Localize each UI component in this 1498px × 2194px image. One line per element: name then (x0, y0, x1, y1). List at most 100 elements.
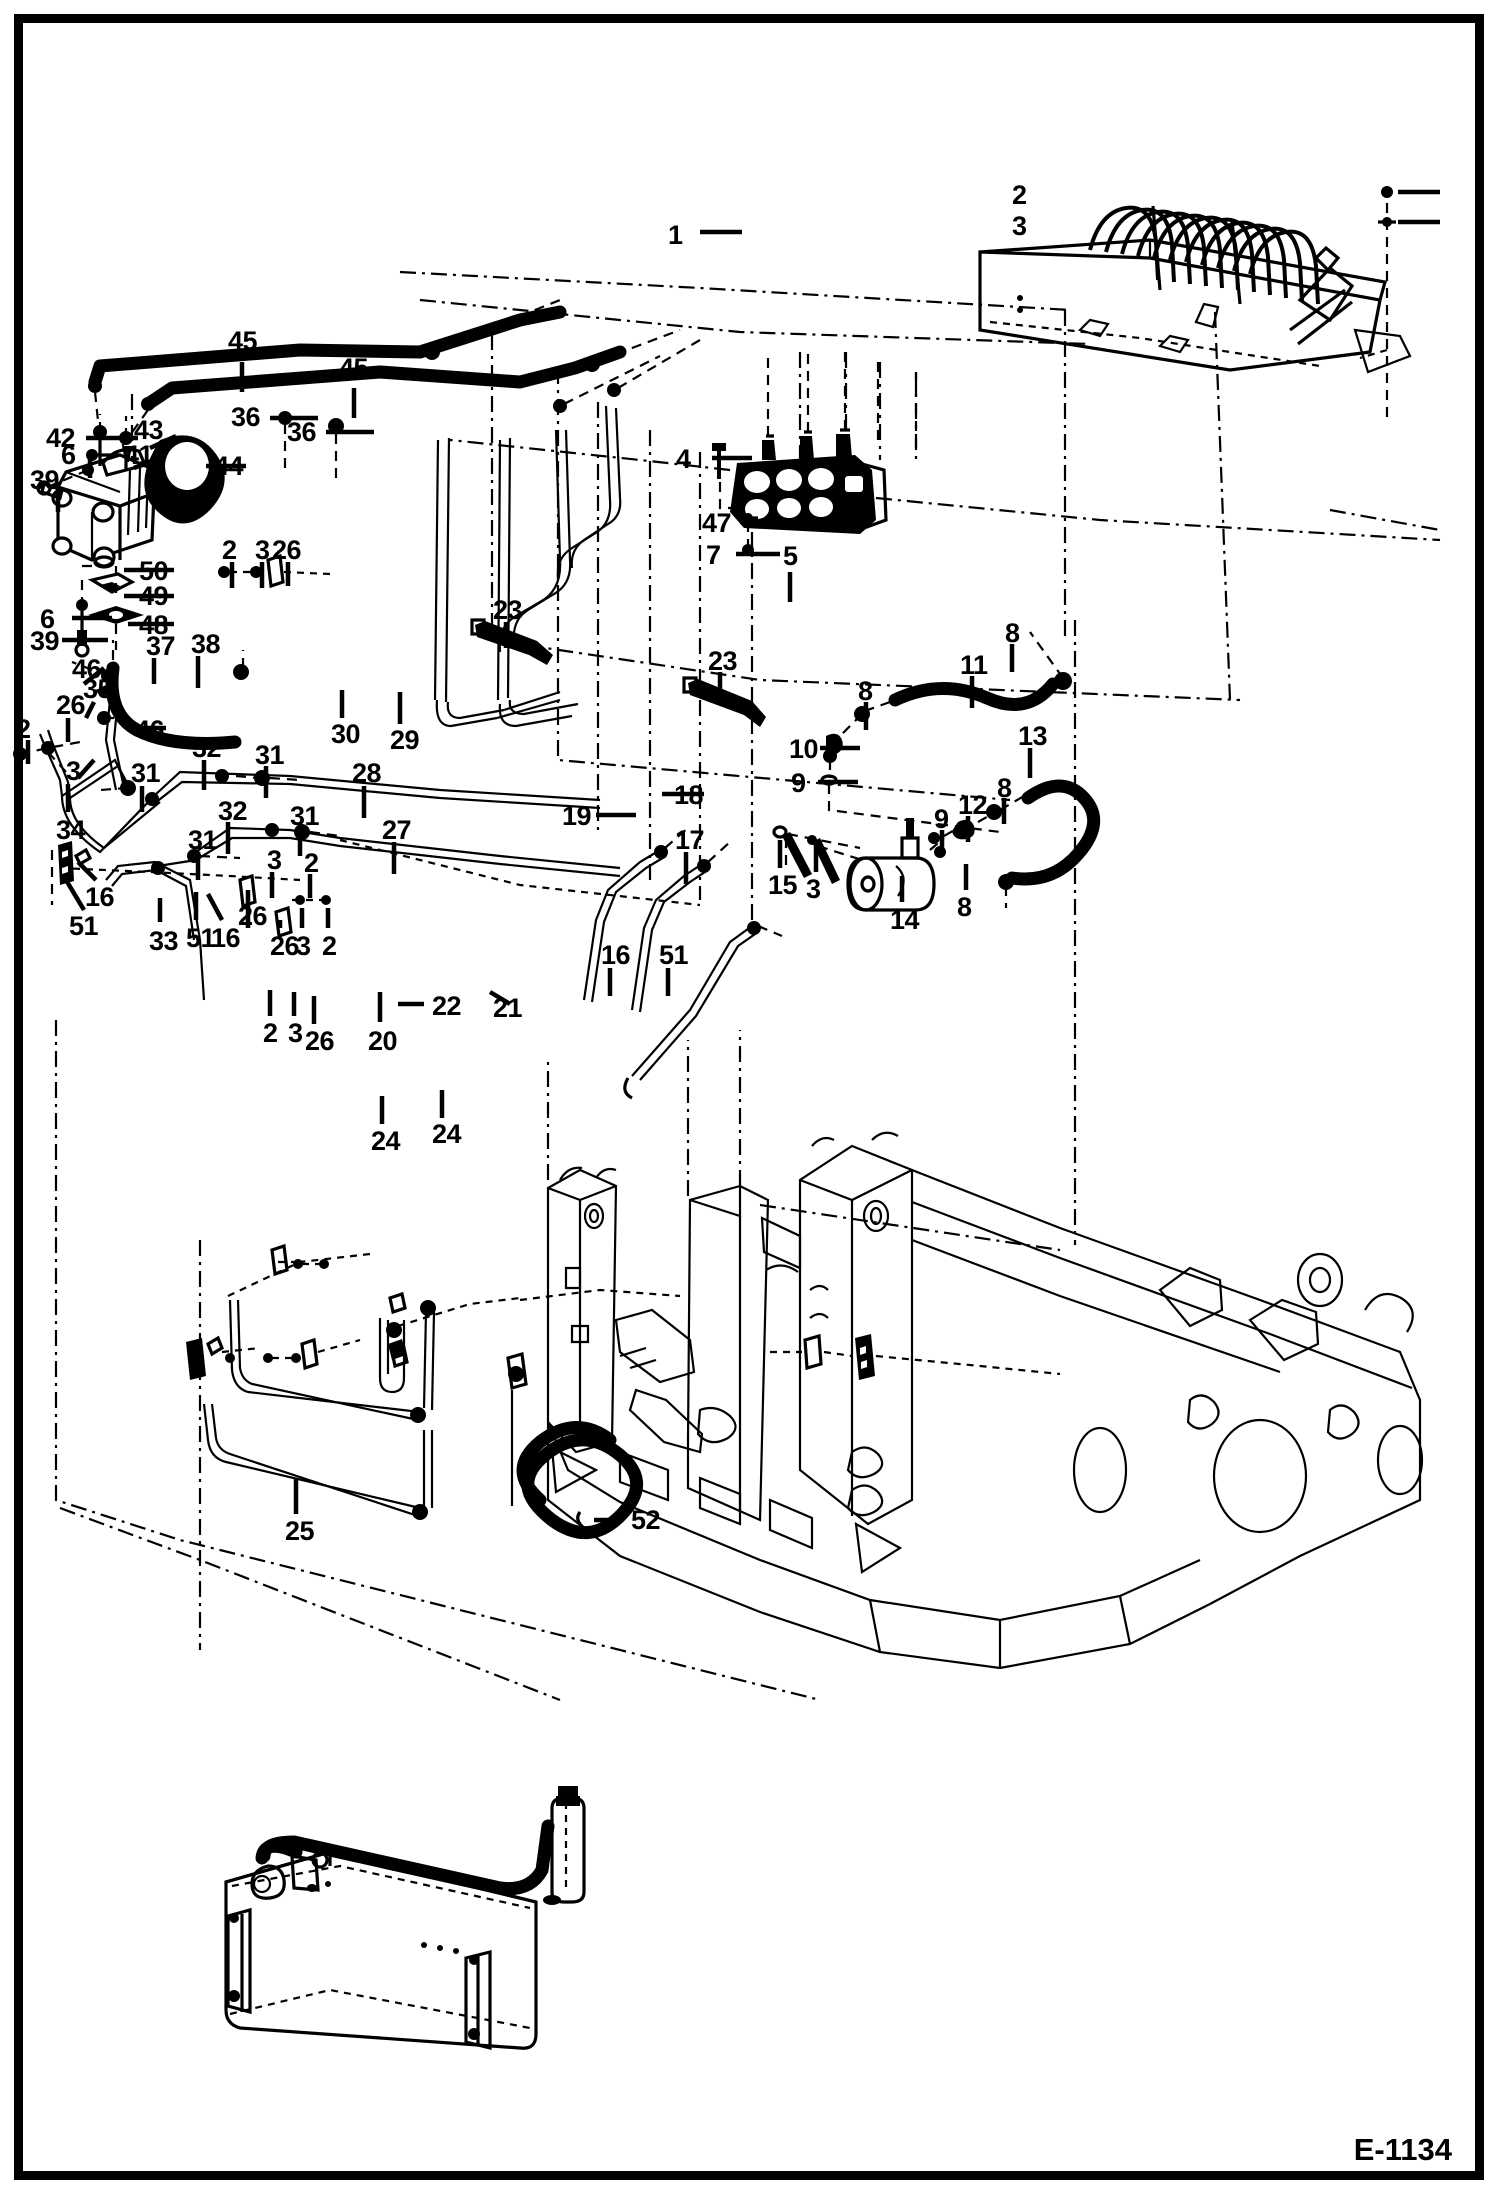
callout-15: 15 (768, 870, 798, 900)
callout-51-c: 51 (659, 940, 689, 970)
callout-20: 20 (368, 1026, 398, 1056)
callout-6-lower: 6 (40, 604, 55, 634)
callout-18: 18 (674, 780, 704, 810)
hose-37 (105, 640, 249, 750)
callout-34: 34 (56, 815, 86, 845)
callout-39-lower: 39 (30, 626, 60, 656)
callout-31-c: 31 (290, 801, 320, 831)
callout-24-b: 24 (371, 1126, 401, 1156)
callout-45-lower: 45 (339, 353, 369, 383)
fastener-cluster-26b (238, 873, 331, 939)
chassis-frame (546, 1131, 1424, 1670)
drawing-number: E-1134 (1353, 2132, 1452, 2167)
callout-3-tube: 3 (267, 845, 282, 875)
callout-21: 21 (493, 993, 523, 1023)
callout-51-a: 51 (69, 911, 99, 941)
callout-8-a: 8 (1005, 618, 1020, 648)
callout-3-filter: 3 (806, 874, 821, 904)
callout-40: 40 (172, 496, 202, 526)
callout-8-c: 8 (997, 773, 1012, 803)
control-valve-assembly (449, 352, 1441, 556)
callout-17: 17 (675, 825, 705, 855)
tubes-29-30 (433, 339, 701, 728)
callout-26-e: 26 (305, 1026, 335, 1056)
callout-27: 27 (382, 815, 412, 845)
callout-45-upper: 45 (228, 326, 258, 356)
callout-31-d: 31 (188, 825, 218, 855)
callout-30: 30 (331, 719, 361, 749)
callout-22: 22 (432, 991, 462, 1021)
callout-36-a: 36 (231, 402, 261, 432)
callout-2-cooler: 2 (1012, 180, 1027, 210)
tube-23-upper (470, 618, 553, 665)
callout-32-a: 32 (192, 733, 222, 763)
callout-2-mid: 2 (222, 535, 237, 565)
callout-47: 47 (702, 508, 732, 538)
callout-31-b: 31 (131, 758, 161, 788)
callout-52: 52 (631, 1505, 661, 1535)
callout-26-c: 26 (238, 901, 268, 931)
hose-45-lower (117, 328, 681, 453)
callout-2-tube: 2 (304, 848, 319, 878)
phantom-routing-lines (54, 270, 1441, 1702)
hose-coil-52 (516, 1421, 643, 1539)
tube-18 (630, 841, 731, 1013)
callout-39-upper: 39 (30, 465, 60, 495)
callout-9-b: 9 (934, 804, 949, 834)
callout-2-clip: 2 (322, 931, 337, 961)
callout-26-mid: 26 (272, 535, 302, 565)
callout-2-low: 2 (263, 1018, 278, 1048)
callout-7: 7 (706, 540, 721, 570)
frame-phantom (59, 1030, 742, 1702)
callout-37: 37 (146, 631, 176, 661)
callout-26-b: 26 (56, 690, 86, 720)
callout-3-low: 3 (288, 1018, 303, 1048)
callout-41: 41 (124, 440, 154, 470)
callout-5: 5 (783, 541, 798, 571)
callout-42: 42 (46, 423, 76, 453)
callout-31-a: 31 (255, 740, 285, 770)
callout-13: 13 (1018, 721, 1048, 751)
lower-tubes (186, 1243, 1061, 1520)
callout-8-d: 8 (957, 892, 972, 922)
tube-28 (99, 769, 601, 810)
hydraulic-reservoir (224, 1786, 586, 2051)
tube-32-34-33 (13, 697, 301, 1001)
callout-6-upper: 6 (61, 440, 76, 470)
callout-1: 1 (668, 220, 683, 250)
callout-2-left: 2 (16, 714, 31, 744)
callout-25: 25 (285, 1516, 315, 1546)
callout-36-b: 36 (287, 417, 317, 447)
tube-23-lower (682, 676, 766, 727)
callout-29: 29 (390, 725, 420, 755)
callout-9-a: 9 (791, 768, 806, 798)
callout-26-d: 26 (270, 931, 300, 961)
callout-4: 4 (676, 444, 691, 474)
callout-3-left: 3 (66, 756, 81, 786)
callout-8-b: 8 (858, 676, 873, 706)
callout-33: 33 (149, 926, 179, 956)
callout-23-lower: 23 (708, 646, 738, 676)
callout-23-upper: 23 (493, 595, 523, 625)
oil-cooler-assembly (978, 186, 1412, 420)
callout-32-b: 32 (218, 796, 248, 826)
callout-3-mid: 3 (255, 535, 270, 565)
callout-51-b: 51 (186, 923, 216, 953)
callout-16-a: 16 (85, 882, 115, 912)
callout-16-b: 16 (211, 923, 241, 953)
tube-27 (187, 823, 701, 907)
filter-and-hoses (772, 631, 1101, 912)
callout-3-cooler: 3 (1012, 211, 1027, 241)
callout-28: 28 (352, 758, 382, 788)
callout-49: 49 (139, 581, 169, 611)
callout-11: 11 (960, 650, 988, 680)
callout-14: 14 (890, 905, 920, 935)
callout-46-b: 46 (135, 715, 165, 745)
callout-10: 10 (789, 734, 819, 764)
callout-3-clip: 3 (296, 931, 311, 961)
tube-17 (623, 921, 783, 1100)
callout-38: 38 (191, 629, 221, 659)
callout-19: 19 (562, 801, 592, 831)
